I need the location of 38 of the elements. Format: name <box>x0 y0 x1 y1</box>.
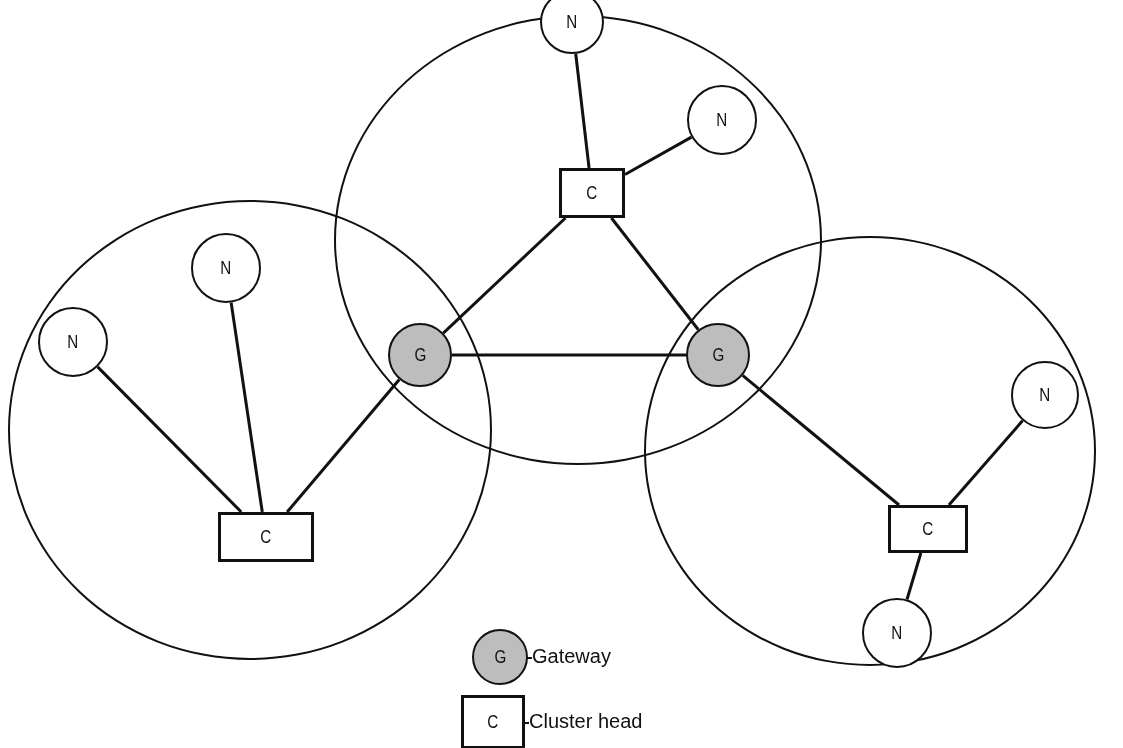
gateway-circle <box>472 629 528 685</box>
node-circle <box>540 0 604 54</box>
link-line <box>741 374 900 507</box>
cluster-range-circle <box>644 236 1096 666</box>
link-line <box>610 217 700 331</box>
cluster-head-box <box>888 505 968 553</box>
cluster-head-box <box>461 695 525 748</box>
legend-text: Gateway <box>532 645 611 668</box>
gateway-circle <box>686 323 750 387</box>
link-line <box>905 552 923 600</box>
node-circle <box>1011 361 1079 429</box>
node-label: N <box>67 331 79 353</box>
node-circle <box>38 307 108 377</box>
node-label: C <box>260 526 272 548</box>
link-line <box>229 302 264 513</box>
node-label: C <box>586 182 598 204</box>
link-line <box>96 365 243 514</box>
node-label: C <box>487 711 499 733</box>
link-line <box>947 419 1024 506</box>
link-line <box>574 53 591 169</box>
node-label: N <box>891 622 903 644</box>
node-label: G <box>494 646 506 668</box>
node-label: G <box>712 344 724 366</box>
node-label: N <box>566 11 578 33</box>
cluster-head-box <box>218 512 314 562</box>
link-line <box>442 216 567 335</box>
link-line <box>452 353 686 357</box>
node-label: N <box>220 257 232 279</box>
link-line <box>286 378 401 513</box>
node-label: N <box>1039 384 1051 406</box>
node-label: G <box>414 344 426 366</box>
cluster-head-box <box>559 168 625 218</box>
node-label: N <box>716 109 728 131</box>
link-line <box>624 135 693 176</box>
node-circle <box>687 85 757 155</box>
node-label: C <box>922 518 934 540</box>
legend-text: Cluster head <box>529 710 643 733</box>
gateway-circle <box>388 323 452 387</box>
